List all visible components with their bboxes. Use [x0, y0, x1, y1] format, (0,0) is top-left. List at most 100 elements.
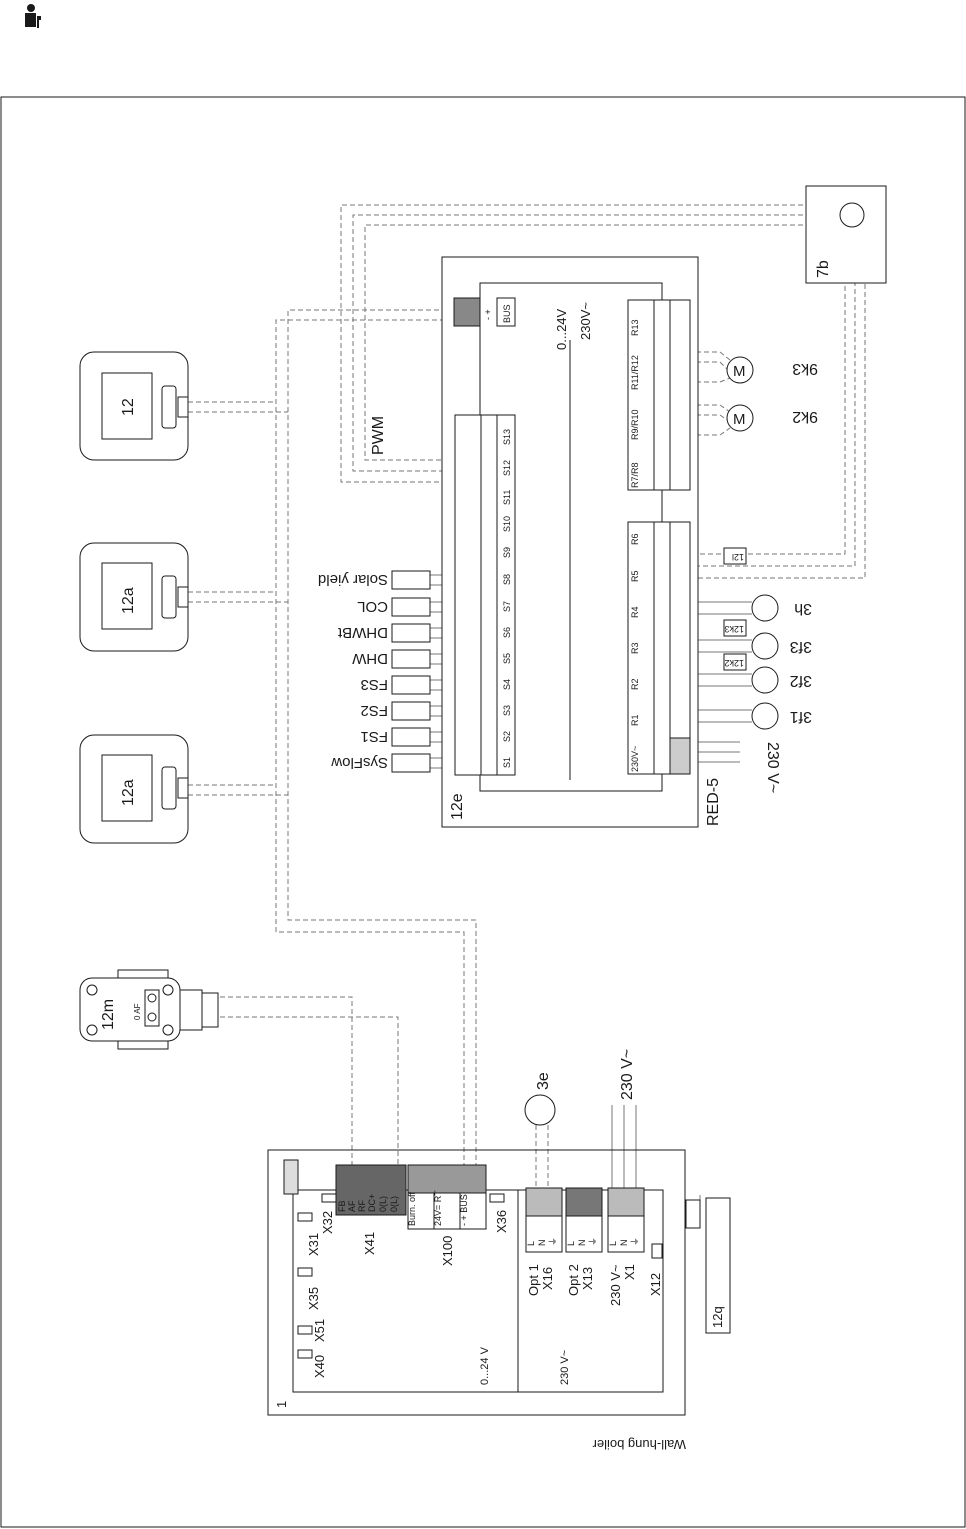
sensor-sysflow: SysFlow: [331, 754, 388, 771]
room-unit-3-label: 12: [120, 398, 137, 416]
x13-name: Opt 2: [566, 1264, 581, 1296]
pump-3e-label: 3e: [535, 1072, 552, 1090]
input-s1: S1: [502, 757, 512, 768]
module-bus-label: BUS: [502, 304, 512, 323]
x16-pin-l: L: [526, 1241, 536, 1246]
input-s8: S8: [502, 574, 512, 585]
x41-pin-af: AF: [347, 1200, 357, 1212]
output-r6: R6: [630, 533, 640, 545]
sensor-fs3: FS3: [360, 676, 388, 693]
input-s7: S7: [502, 601, 512, 612]
x1-name: 230 V~: [608, 1264, 623, 1306]
x16-pin-n: N: [537, 1240, 547, 1247]
output-r3: R3: [630, 642, 640, 654]
x16-name: Opt 1: [526, 1264, 541, 1296]
input-s12: S12: [502, 460, 512, 476]
collector-label: 7b: [815, 260, 832, 278]
terminal-x12: X12: [648, 1273, 663, 1296]
x100-rt: 24V= RT: [433, 1190, 443, 1226]
mains-voltage-label: 230 V~: [559, 1350, 571, 1385]
module-supply-label: 230 V~: [764, 742, 781, 793]
valve-9k3: 9k3: [792, 360, 818, 377]
thermostat-12k3: 12k3: [724, 624, 744, 634]
sensor-fs1: FS1: [360, 728, 388, 745]
input-s2: S2: [502, 731, 512, 742]
output-r13: R13: [630, 319, 640, 336]
x1-pin-n: N: [619, 1240, 629, 1247]
red5-module: M M: [441, 185, 887, 828]
input-s13: S13: [502, 429, 512, 445]
module-labels: 12e RED-5 0...24V 230V~ BUS - + PWM 7b 2…: [370, 260, 832, 826]
input-s4: S4: [502, 679, 512, 690]
diagram-frame: [0, 96, 966, 1528]
sensor-solar-yield: Solar yield: [318, 571, 388, 588]
x41-pin-rf: RF: [357, 1200, 367, 1212]
x13-pin-n: N: [577, 1240, 587, 1247]
terminal-x35: X35: [306, 1287, 321, 1310]
terminal-x51: X51: [312, 1319, 327, 1342]
valve-9k2: 9k2: [792, 408, 818, 425]
x13-pin-pe: ⏚: [588, 1237, 598, 1246]
room-unit-1: 12a: [79, 734, 189, 844]
input-s11: S11: [502, 490, 512, 505]
pwm-label: PWM: [370, 416, 387, 455]
thermostat-12l: 12l: [732, 552, 744, 562]
room-unit-2-label: 12a: [120, 587, 137, 614]
x41-label: X41: [362, 1232, 377, 1255]
output-r5: R5: [630, 570, 640, 582]
input-s6: S6: [502, 627, 512, 638]
output-r9r10: R9/R10: [630, 409, 640, 440]
terminal-x36: X36: [494, 1210, 509, 1233]
low-voltage-label: 0...24 V: [479, 1346, 491, 1385]
sensor-dhwbt: DHWBt: [337, 624, 388, 641]
x100-bus: - + BUS: [459, 1194, 469, 1226]
input-s9: S9: [502, 547, 512, 558]
x16-pin-pe: ⏚: [548, 1237, 558, 1246]
boiler-caption: Wall-hung boiler: [592, 1437, 686, 1452]
module-voltage-high: 230V~: [578, 302, 593, 340]
x1-label: X1: [622, 1264, 637, 1280]
x41-pin-ol2: 0(L): [389, 1196, 399, 1212]
output-r1: R1: [630, 714, 640, 726]
output-230v: 230V~: [630, 746, 640, 772]
input-s5: S5: [502, 653, 512, 664]
boiler-unit: [267, 1094, 731, 1416]
output-r7r8: R7/R8: [630, 462, 640, 488]
output-r11r12: R11/R12: [630, 355, 640, 390]
module-voltage-low: 0...24V: [554, 308, 569, 350]
boiler-labels: Wall-hung boiler 1 0...24 V 230 V~ X31 X…: [274, 1049, 725, 1452]
sensor-dhw: DHW: [351, 650, 388, 667]
pump-3f3: 3f3: [790, 638, 812, 655]
x41-pin-fb: FB: [337, 1200, 347, 1212]
x16-label: X16: [540, 1267, 555, 1290]
svg-text:M: M: [733, 411, 746, 428]
sensor-col: COL: [357, 598, 388, 615]
sensor-fs2: FS2: [360, 702, 388, 719]
input-s10: S10: [502, 516, 512, 532]
terminal-x32: X32: [320, 1211, 335, 1234]
bus-wiring: [188, 204, 866, 1190]
x1-pin-pe: ⏚: [630, 1237, 640, 1246]
x100-label: X100: [440, 1236, 455, 1266]
weather-sensor-12m: 12m 0 AF: [79, 969, 219, 1050]
pump-3h: 3h: [794, 600, 812, 617]
mains-in-label: 230 V~: [619, 1049, 636, 1100]
room-unit-1-label: 12a: [120, 779, 137, 806]
pump-3f2: 3f2: [790, 672, 812, 689]
room-unit-2: 12a: [79, 542, 189, 652]
output-r2: R2: [630, 678, 640, 690]
sensor-labels: SysFlow FS1 FS2 FS3 DHW DHWBt COL Solar …: [318, 571, 388, 771]
module-bus-pins: - +: [483, 309, 493, 320]
sensor-symbols: [391, 570, 431, 773]
input-s3: S3: [502, 705, 512, 716]
x41-pin-dc: DC+: [367, 1194, 377, 1212]
room-unit-3: 12: [79, 351, 189, 461]
fuse-12q-label: 12q: [710, 1306, 725, 1328]
installer-icon: [25, 4, 41, 28]
pump-3f1: 3f1: [790, 708, 812, 725]
module-name: RED-5: [705, 778, 722, 826]
terminal-x31: X31: [306, 1233, 321, 1256]
output-r4: R4: [630, 606, 640, 618]
module-ref: 12e: [449, 793, 466, 820]
